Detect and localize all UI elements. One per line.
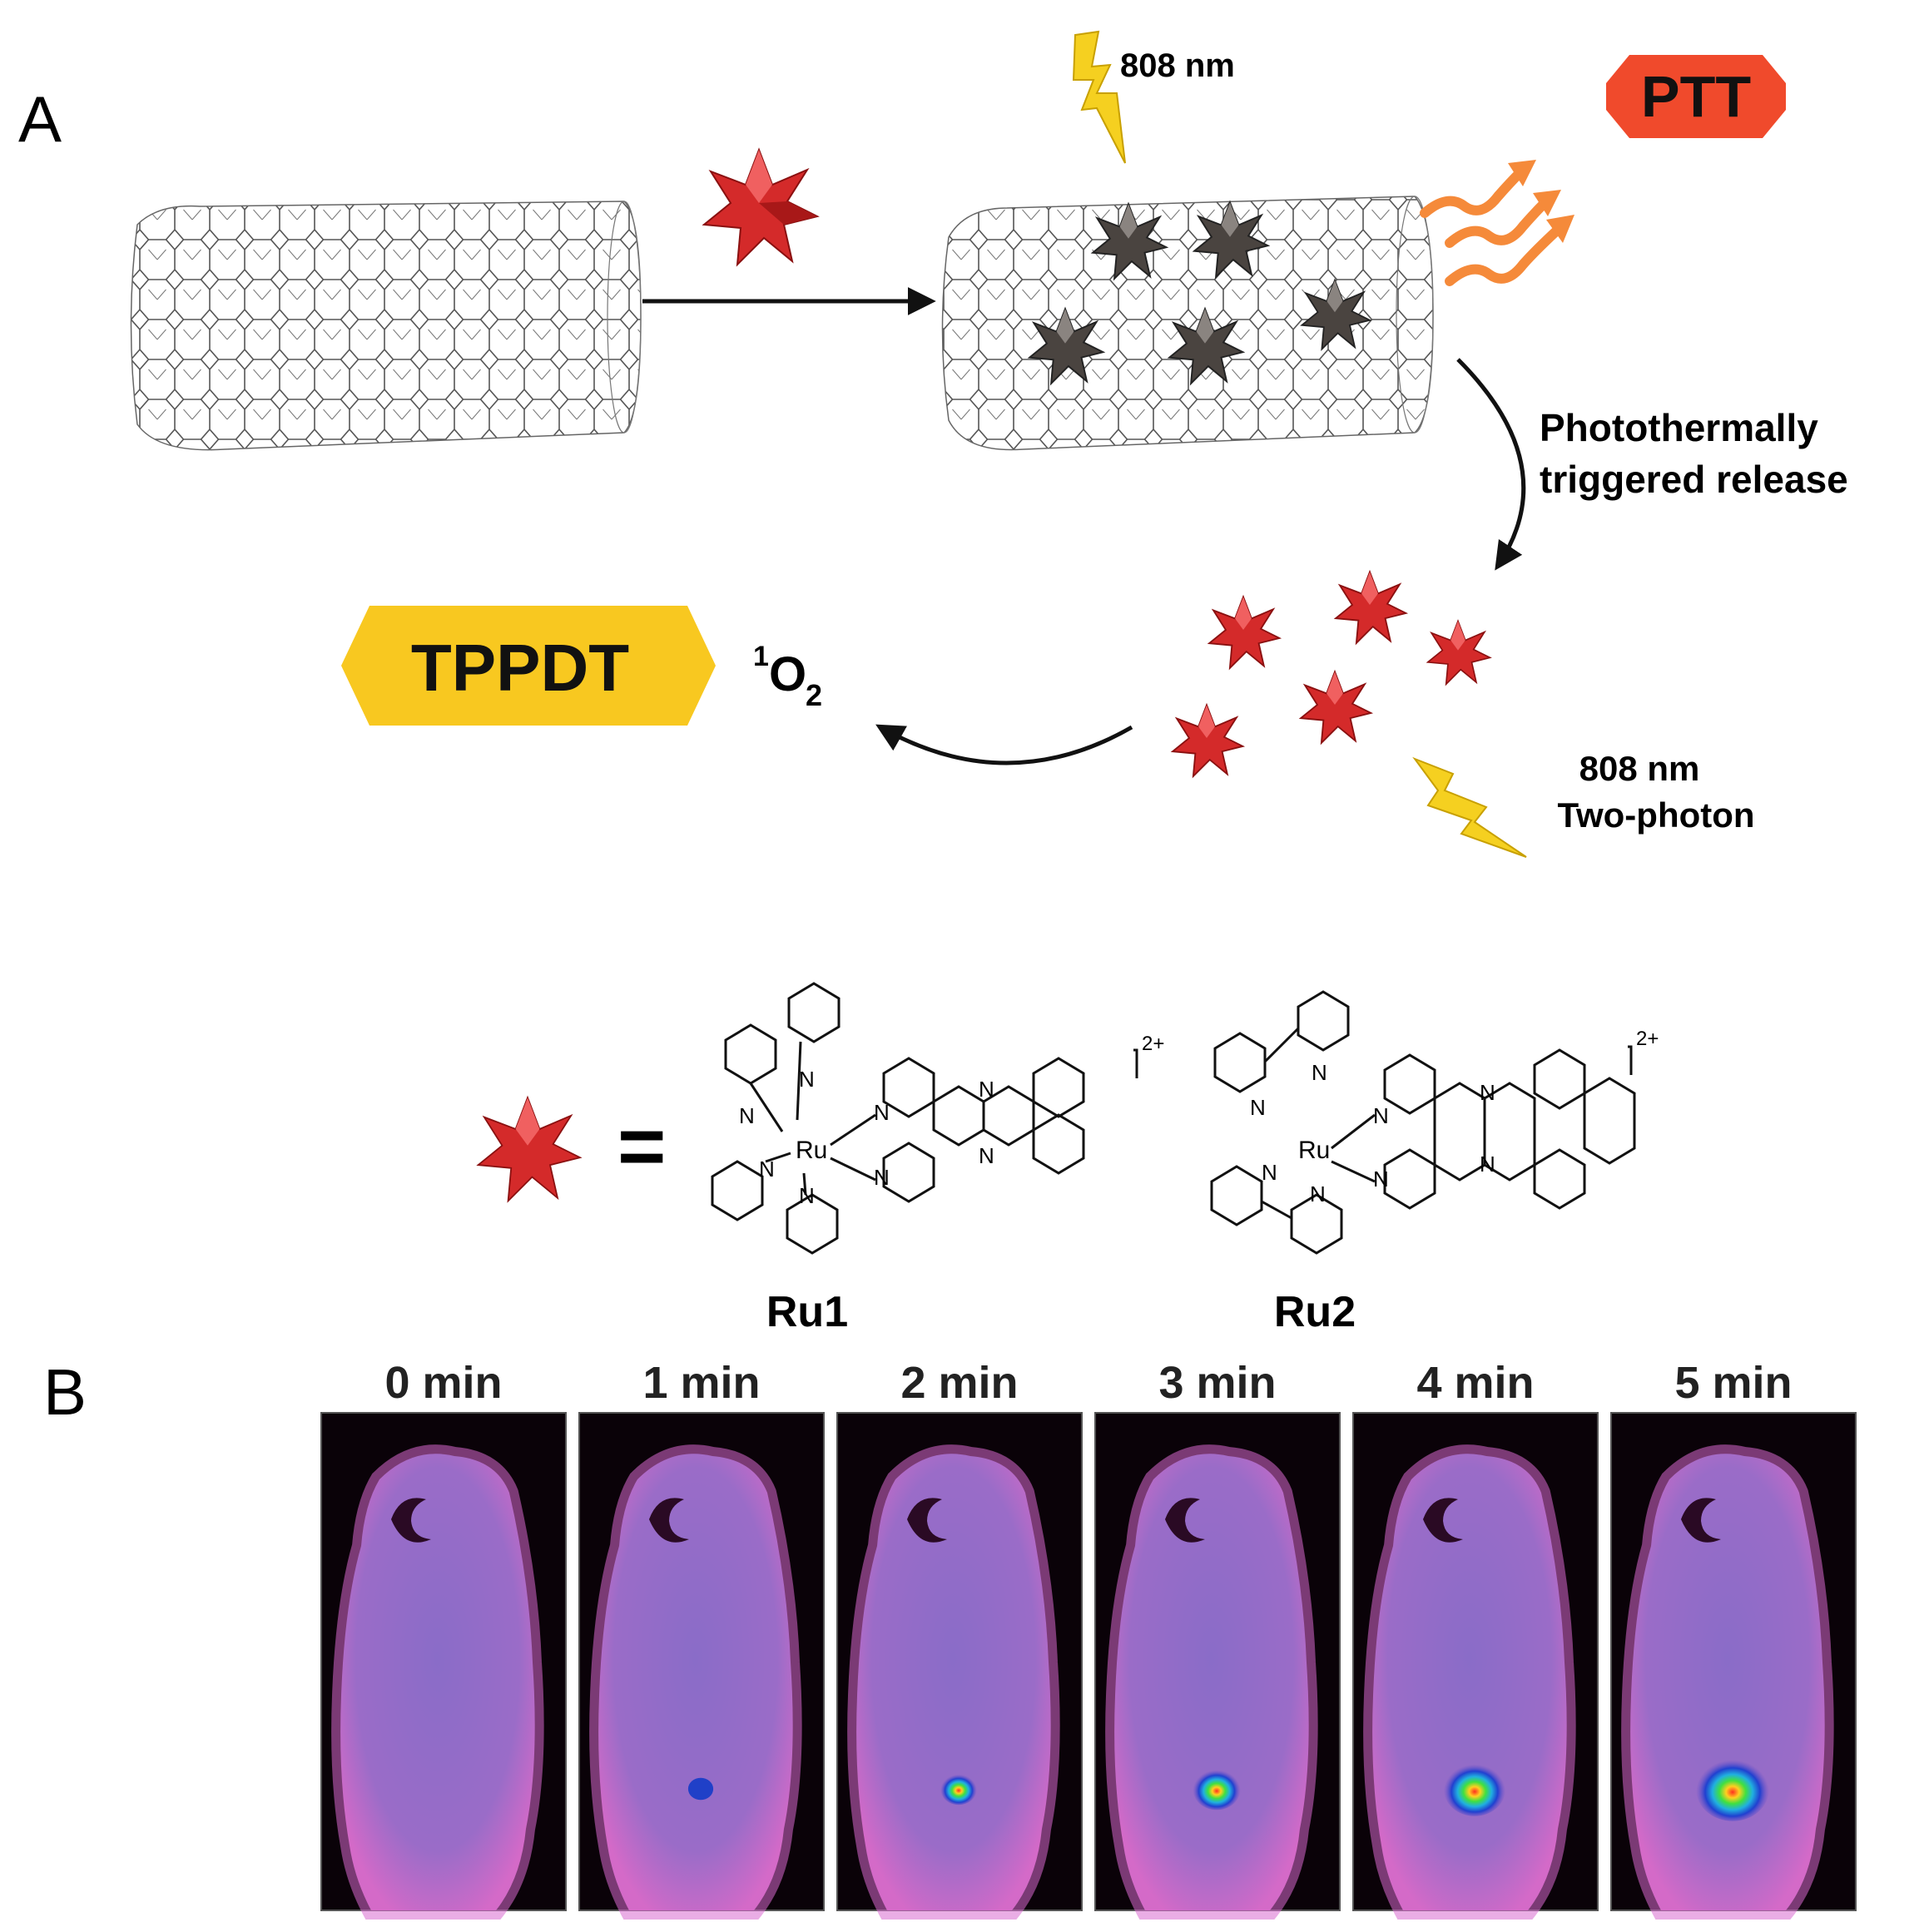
ru1-metal-label: Ru	[796, 1137, 827, 1164]
thermal-frame	[836, 1412, 1083, 1920]
thermal-frame	[1610, 1412, 1857, 1920]
tumor-hotspot	[940, 1772, 977, 1806]
panel-letter-a: A	[18, 82, 62, 156]
panel-letter-b: B	[43, 1355, 87, 1429]
mouse-ear	[1165, 1498, 1205, 1543]
laser-bottom-label-line1: 808 nm	[1579, 749, 1700, 788]
ru1-n-label: N	[759, 1157, 775, 1181]
mouse-silhouette	[856, 1454, 1051, 1910]
ru2-n-label: N	[1480, 1152, 1495, 1177]
tppdt-badge: TPPDT	[341, 606, 716, 726]
released-star-icon	[1333, 569, 1409, 646]
laser-top-label: 808 nm	[1120, 47, 1235, 84]
tppdt-label: TPPDT	[411, 631, 629, 705]
mouse-silhouette	[1114, 1454, 1309, 1910]
mouse-silhouette	[1630, 1454, 1825, 1910]
singlet-oxygen-subscript: 2	[806, 678, 822, 712]
released-ru-complexes	[1170, 569, 1492, 779]
released-star-icon	[1207, 594, 1282, 671]
released-star-icon	[1298, 669, 1374, 746]
thermal-frame	[320, 1412, 567, 1920]
laser-bottom-label-line2: Two-photon	[1557, 795, 1754, 835]
mouse-silhouette	[1372, 1454, 1567, 1910]
singlet-oxygen-label: 1 O 2	[753, 641, 822, 712]
ru1-n-label: N	[739, 1103, 755, 1128]
thermal-frame	[1094, 1412, 1341, 1920]
loaded-star-icon	[1167, 306, 1246, 386]
ru2-n-label: N	[1373, 1167, 1389, 1191]
released-star-icon	[1170, 702, 1246, 779]
mouse-ear	[907, 1498, 947, 1543]
ptt-badge: PTT	[1606, 55, 1786, 138]
ru1-n-label: N	[979, 1077, 994, 1102]
ru2-n-label: N	[1312, 1060, 1327, 1085]
ru1-charge: 2+	[1142, 1033, 1164, 1055]
loaded-star-icon	[1192, 200, 1271, 280]
legend-star-icon	[476, 1095, 583, 1203]
oxygen-arrow	[875, 724, 1133, 765]
mouse-ear	[391, 1498, 431, 1543]
mouse-silhouette	[340, 1454, 535, 1910]
ru2-atom-labels: Ru N N N N N N N N 2+	[1250, 1028, 1659, 1206]
ru1-n-label: N	[799, 1067, 815, 1092]
ru1-atom-labels: Ru N N N N N N N N 2+	[739, 1033, 1164, 1208]
tumor-hotspot	[1193, 1767, 1241, 1811]
mouse-silhouette	[598, 1454, 793, 1910]
ru2-metal-label: Ru	[1298, 1137, 1330, 1164]
frame-time-label: 4 min	[1416, 1358, 1534, 1408]
laser-bolt-bottom-icon	[1412, 756, 1527, 858]
release-label-line1: Photothermally	[1540, 406, 1818, 449]
ru2-label: Ru2	[1274, 1288, 1356, 1336]
loaded-star-icon	[1300, 278, 1372, 351]
tumor-hotspot	[687, 1777, 714, 1801]
heat-waves-icon	[1420, 168, 1563, 286]
ptt-label: PTT	[1641, 64, 1751, 129]
release-arrow	[1456, 358, 1526, 571]
singlet-oxygen-main: O	[769, 647, 806, 701]
ru1-n-label: N	[874, 1165, 890, 1190]
ru2-n-label: N	[1373, 1103, 1389, 1128]
ru1-n-label: N	[799, 1183, 815, 1208]
frame-time-label: 3 min	[1158, 1358, 1276, 1408]
heat-arrowheads	[1508, 160, 1574, 243]
thermal-frames: 0 min 1 min 2 min 3 min 4 min 5 min	[320, 1358, 1857, 1920]
mouse-ear	[1423, 1498, 1463, 1543]
nanotube-empty	[130, 201, 642, 451]
equals-sign: =	[617, 1100, 666, 1193]
thermal-frame	[578, 1412, 825, 1920]
loaded-star-icon	[1027, 306, 1106, 386]
thermal-frame	[1352, 1412, 1599, 1920]
frame-time-label: 0 min	[384, 1358, 502, 1408]
ru2-structure	[1210, 990, 1636, 1255]
ru2-n-label: N	[1250, 1095, 1266, 1120]
tumor-hotspot	[1443, 1761, 1506, 1816]
frame-time-label: 2 min	[900, 1358, 1018, 1408]
ru2-n-label: N	[1310, 1181, 1326, 1206]
loaded-star-icon	[1090, 201, 1169, 281]
frame-time-label: 5 min	[1674, 1358, 1792, 1408]
frame-time-label: 1 min	[642, 1358, 760, 1408]
ru2-n-label: N	[1262, 1160, 1277, 1185]
singlet-oxygen-superscript: 1	[753, 641, 769, 672]
nanotube-loaded	[941, 196, 1434, 451]
ru1-n-label: N	[979, 1143, 994, 1168]
tumor-hotspot	[1696, 1756, 1769, 1821]
mouse-ear	[1681, 1498, 1721, 1543]
ru-complex-star-icon	[702, 147, 820, 267]
loaded-ru-complexes	[1027, 200, 1372, 386]
ru1-structure	[711, 982, 1138, 1255]
mouse-ear	[649, 1498, 689, 1543]
release-label-line2: triggered release	[1540, 458, 1848, 501]
laser-bolt-top-icon	[1072, 30, 1126, 164]
ru2-charge: 2+	[1636, 1028, 1659, 1050]
ru1-n-label: N	[874, 1100, 890, 1125]
ru1-label: Ru1	[766, 1288, 848, 1336]
ru2-n-label: N	[1480, 1080, 1495, 1105]
released-star-icon	[1426, 619, 1492, 686]
